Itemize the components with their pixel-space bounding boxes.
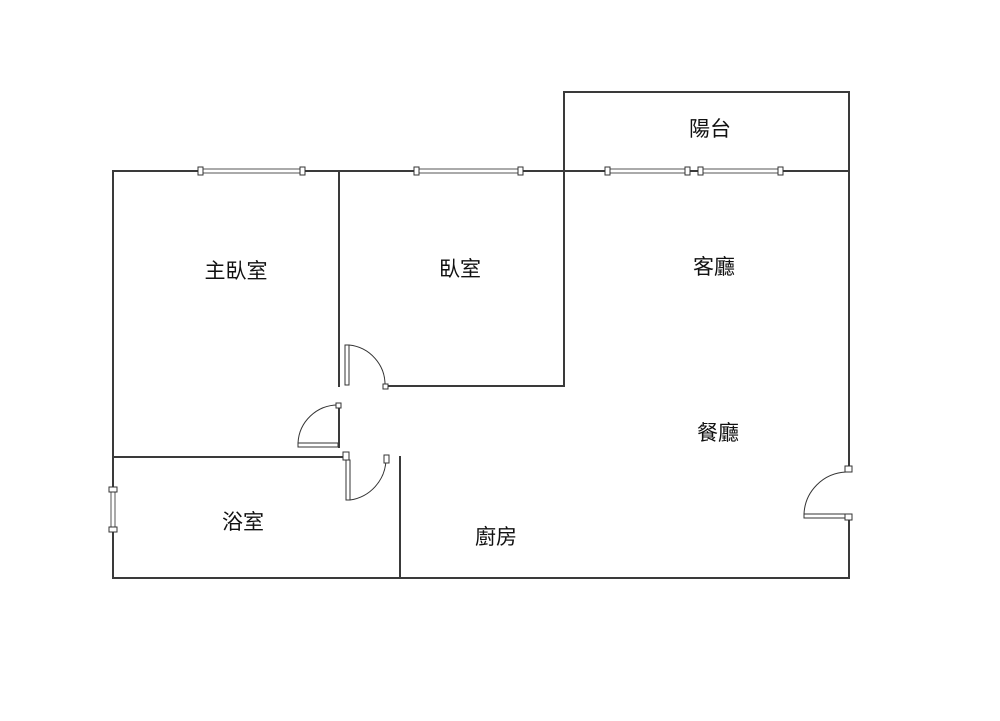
room-label-master-bedroom: 主臥室	[205, 259, 268, 283]
walls	[112, 91, 850, 579]
doors	[297, 344, 853, 521]
room-label-dining-room: 餐廳	[697, 421, 739, 445]
room-label-bedroom: 臥室	[439, 257, 481, 281]
window-living-room-left	[604, 166, 691, 176]
room-labels: 陽台 主臥室 臥室 客廳 餐廳 浴室 廚房	[205, 117, 740, 549]
door-bedroom	[344, 344, 389, 390]
door-bathroom	[342, 451, 390, 501]
window-bathroom	[108, 486, 118, 533]
door-master-bedroom	[297, 402, 342, 448]
window-gaps	[111, 169, 781, 530]
window-master-bedroom	[197, 166, 306, 176]
room-label-bathroom: 浴室	[222, 510, 264, 534]
room-label-kitchen: 廚房	[475, 525, 517, 549]
room-label-living-room: 客廳	[693, 255, 735, 279]
window-living-room-right	[697, 166, 784, 176]
door-entrance	[803, 465, 853, 521]
room-label-balcony: 陽台	[689, 117, 731, 141]
window-bedroom	[413, 166, 524, 176]
windows	[108, 166, 784, 533]
